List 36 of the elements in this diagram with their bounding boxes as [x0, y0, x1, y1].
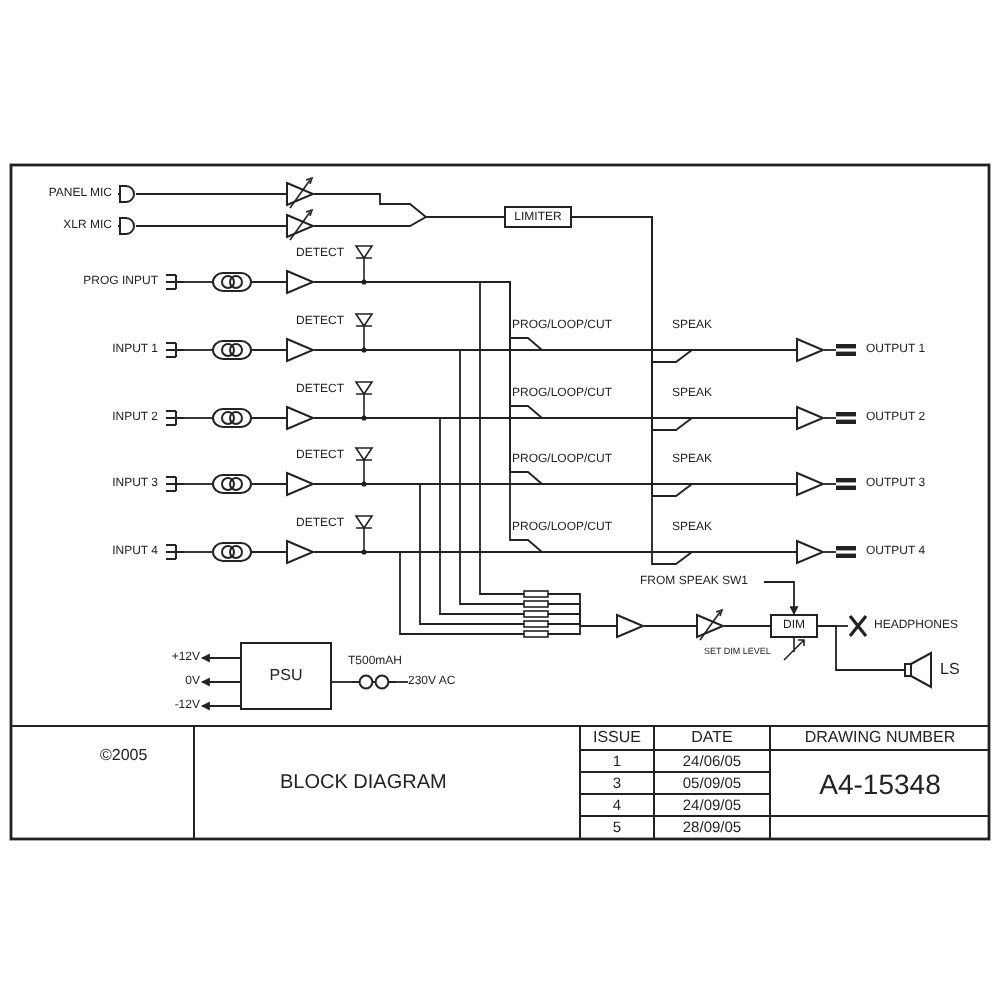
- psu-block: PSU: [240, 642, 332, 710]
- wire: [571, 216, 797, 565]
- drawing-title: BLOCK DIAGRAM: [280, 774, 447, 794]
- table-cell-text: A4-15348: [817, 765, 943, 803]
- wire: [313, 216, 505, 227]
- wire: [200, 677, 241, 687]
- wire: [183, 551, 213, 553]
- wire: [135, 193, 287, 195]
- wire: [251, 349, 287, 351]
- wire: [823, 551, 837, 553]
- wire: [251, 417, 287, 419]
- wire: [723, 625, 771, 627]
- wire: [200, 701, 241, 711]
- wire: [313, 551, 617, 635]
- wire: [251, 483, 287, 485]
- wire: [331, 681, 353, 683]
- wire: [200, 653, 241, 663]
- table-cell-text: ISSUE: [590, 726, 643, 750]
- part-label: LS: [940, 662, 960, 678]
- table-cell-text: DATE: [689, 726, 735, 750]
- wire: [643, 625, 697, 627]
- wire: [395, 681, 409, 683]
- wire: [251, 281, 287, 283]
- wire: [763, 581, 799, 616]
- wire: [183, 417, 213, 419]
- wire: [823, 417, 837, 419]
- wire: [183, 349, 213, 351]
- wire: [823, 349, 837, 351]
- table-cell-text: DRAWING NUMBER: [802, 726, 958, 750]
- wire: [183, 483, 213, 485]
- wire: [251, 551, 287, 553]
- copyright-note: ©2005: [100, 748, 148, 764]
- wire: [135, 225, 287, 227]
- wire: [823, 483, 837, 485]
- wire: [817, 625, 905, 671]
- wire: [183, 281, 213, 283]
